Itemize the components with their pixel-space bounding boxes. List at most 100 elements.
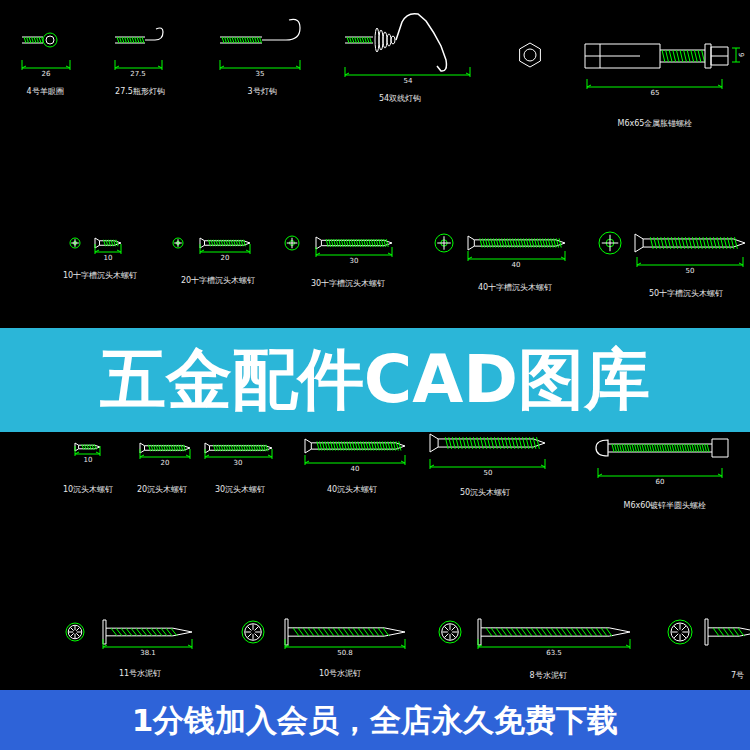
drawing-line (470, 67, 471, 77)
drawing-line (245, 632, 251, 633)
drawing-line (430, 434, 438, 452)
drawing-line (116, 240, 118, 247)
drawing-line (236, 240, 238, 247)
drawing-line (722, 79, 723, 89)
drawing-line (670, 444, 672, 452)
drawing-line (339, 239, 341, 247)
drawing-line (694, 50, 697, 62)
part-name: 4号羊眼圈 (26, 88, 63, 97)
drawing-line (75, 634, 76, 639)
drawing-line (559, 238, 561, 247)
drawing-line (626, 645, 630, 647)
drawing-line (543, 238, 545, 247)
drawing-line (95, 250, 99, 252)
drawing-line (75, 446, 76, 456)
drawing-line (136, 628, 142, 636)
drawing-line (358, 441, 360, 450)
drawing-line (496, 238, 498, 247)
drawing-line (548, 238, 550, 247)
drawing-line (721, 237, 724, 249)
drawing-line (640, 444, 642, 452)
dimension-value: 50.8 (337, 650, 353, 658)
drawing-line (537, 437, 540, 449)
drawing-line (637, 265, 743, 266)
drawing-line (483, 238, 485, 247)
head-circle (173, 238, 183, 248)
dimension-value: 10 (104, 255, 113, 263)
drawing-line (478, 639, 479, 649)
drawing-line (246, 445, 248, 452)
drawing-line (556, 628, 562, 636)
drawing-line (680, 50, 683, 62)
drawing-line (510, 238, 512, 247)
drawing-line (379, 239, 381, 247)
dimension-value: 54 (404, 78, 413, 86)
dimension-value: 10 (84, 457, 93, 465)
drawing-line (491, 437, 494, 449)
drawing-line (682, 626, 686, 630)
drawing-line (104, 240, 106, 247)
drawing-line (373, 628, 379, 636)
drawing-line (711, 47, 728, 65)
drawing-line (260, 37, 262, 43)
drawing-line (316, 237, 321, 249)
drawing-line (456, 437, 459, 449)
drawing-line (388, 441, 390, 450)
drawing-line (214, 240, 216, 247)
drawing-line (250, 244, 251, 254)
part-name: 50沉头木螺钉 (460, 489, 510, 498)
drawing-line (363, 441, 365, 450)
head-circle (439, 621, 461, 643)
drawing-line (176, 445, 178, 452)
drawing-line (109, 240, 111, 247)
head-circle (285, 236, 299, 250)
drawing-line (344, 441, 346, 450)
drawing-line (106, 628, 192, 636)
drawing-line (231, 445, 233, 452)
drawing-line (141, 628, 147, 636)
drawing-line (674, 626, 678, 630)
drawing-line (615, 444, 617, 452)
drawing-line (385, 441, 387, 450)
drawing-line (551, 238, 553, 247)
drawing-line (735, 237, 738, 249)
drawing-line (722, 468, 723, 478)
drawing-line (259, 445, 261, 452)
drawing-line (642, 444, 644, 452)
head-circle (442, 624, 459, 641)
drawing-line (356, 239, 358, 247)
part-name: 10沉头木螺钉 (63, 486, 113, 495)
drawing-line (140, 449, 141, 459)
drawing-line (370, 37, 372, 43)
drawing-line (445, 627, 449, 631)
drawing-line (255, 627, 259, 631)
drawing-line (178, 239, 179, 247)
drawing-line (357, 37, 359, 43)
title-band: 五金配件CAD图库 (0, 328, 750, 432)
drawing-line (95, 252, 121, 253)
drawing-line (586, 628, 592, 636)
part-name: 20沉头木螺钉 (137, 486, 187, 495)
drawing-line (732, 62, 740, 63)
drawing-line (219, 240, 221, 247)
drawing-line (331, 441, 333, 450)
drawing-line (272, 449, 273, 459)
drawing-line (221, 445, 223, 452)
drawing-line (531, 628, 537, 636)
drawing-line (620, 444, 622, 452)
drawing-line (587, 87, 722, 88)
drawing-line (69, 632, 74, 633)
drawing-line (526, 238, 528, 247)
drawing-line (452, 437, 455, 449)
drawing-line (339, 441, 341, 450)
drawing-line (166, 445, 168, 452)
drawing-line (188, 645, 192, 647)
drawing-line (32, 37, 34, 43)
drawing-line (221, 240, 223, 247)
drawing-line (617, 444, 619, 452)
drawing-line (171, 628, 177, 636)
drawing-line (341, 441, 343, 450)
drawing-line (519, 437, 522, 449)
drawing-line (445, 634, 449, 638)
